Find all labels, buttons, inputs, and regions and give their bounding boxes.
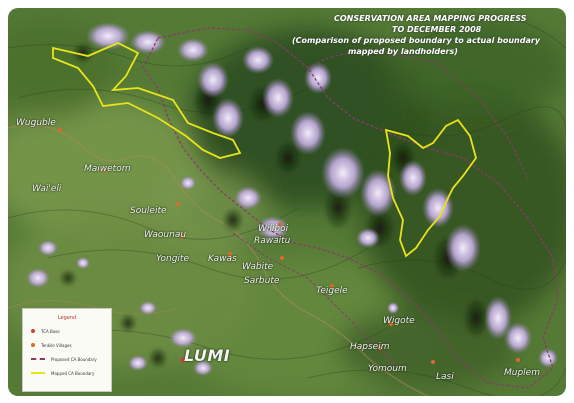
map-title-line-1: CONSERVATION AREA MAPPING PROGRESS [334,14,527,23]
place-label-wigote: Wigote [383,316,415,326]
map-legend: Legend TCA Base Tenkile Villages Propose… [22,308,112,392]
tca-base-marker [180,357,186,363]
mapped-boundary-swatch [31,372,45,374]
place-label-maiwetom: Maiwetom [84,164,131,174]
legend-item-label: Tenkile Villages [41,342,72,348]
place-label-waounau: Waounau [144,230,187,240]
place-label-wabite: Wabite [242,262,274,272]
place-label-lasi: Lasi [436,372,454,382]
mapped-ca-boundary-west [52,42,242,159]
map-canvas [8,8,566,396]
legend-item-tca-base: TCA Base [31,327,60,335]
place-label-waieli: Wai'eli [32,184,62,194]
legend-item-label: Proposed CA Boundary [51,356,97,362]
satellite-map: CONSERVATION AREA MAPPING PROGRESS TO DE… [8,8,566,396]
legend-item-label: Mapped CA Boundary [51,370,95,376]
tca-base-swatch [31,329,35,333]
legend-item-label: TCA Base [41,328,60,334]
place-label-teigele: Teigele [316,286,348,296]
legend-title: Legend [57,315,77,321]
place-label-souleite: Souleite [130,206,167,216]
place-label-hapseim: Hapseim [350,342,390,352]
legend-item-proposed-boundary: Proposed CA Boundary [31,355,97,363]
legend-item-villages: Tenkile Villages [31,341,72,349]
place-label-rawaitu: Rawaitu [254,236,291,246]
mapped-ca-boundary-east [384,118,477,258]
ridge-texture [8,16,566,396]
map-title-line-2: TO DECEMBER 2008 [392,25,482,34]
proposed-ca-boundary-south [232,232,399,369]
place-label-sarbute: Sarbute [244,276,280,286]
river [8,124,429,396]
place-label-muplem: Muplem [504,368,540,378]
place-label-kawas: Kawas [208,254,237,264]
proposed-ca-boundary [142,27,559,389]
place-label-wiliboi: Wiliboi [258,224,289,234]
village-markers [58,128,520,364]
village-swatch [31,343,35,347]
place-label-yongite: Yongite [156,254,189,264]
place-label-wuguble: Wuguble [16,118,56,128]
proposed-boundary-swatch [31,358,45,360]
map-title-line-3: (Comparison of proposed boundary to actu… [292,36,541,45]
map-title-line-4: mapped by landholders) [348,47,458,56]
place-label-yomoum: Yomoum [368,364,407,374]
legend-item-mapped-boundary: Mapped CA Boundary [31,369,94,377]
place-label-lumi: LUMI [184,346,231,365]
proposed-ca-boundary-inner [307,51,529,179]
